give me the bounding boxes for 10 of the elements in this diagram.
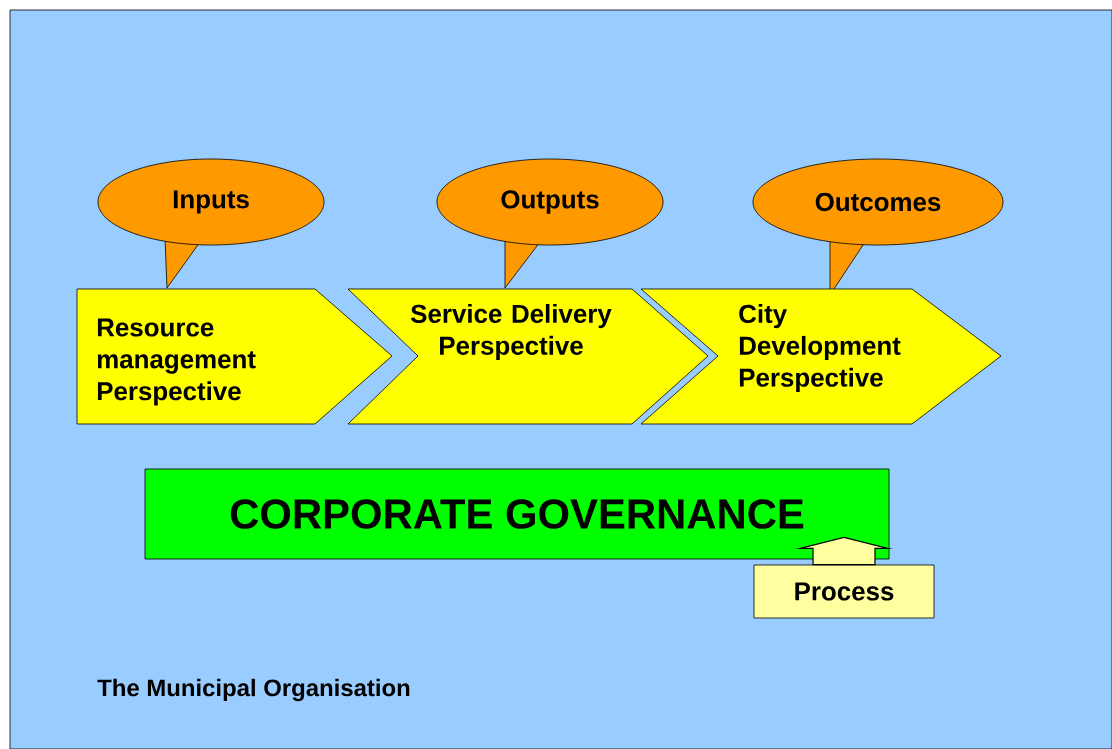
speech-bubble: Outcomes	[752, 158, 1004, 296]
caption-text: The Municipal Organisation	[97, 678, 410, 702]
speech-bubble: Outputs	[436, 158, 664, 289]
step-box: City Development Perspective	[640, 288, 1002, 425]
block-arrow	[795, 536, 893, 566]
speech-bubble: Inputs	[97, 158, 325, 289]
step-box: Resource management Perspective	[76, 288, 393, 425]
process-box: Process	[753, 564, 935, 619]
banner-box: CORPORATE GOVERNANCE	[144, 468, 890, 560]
step-box: Service Delivery Perspective	[347, 288, 709, 425]
